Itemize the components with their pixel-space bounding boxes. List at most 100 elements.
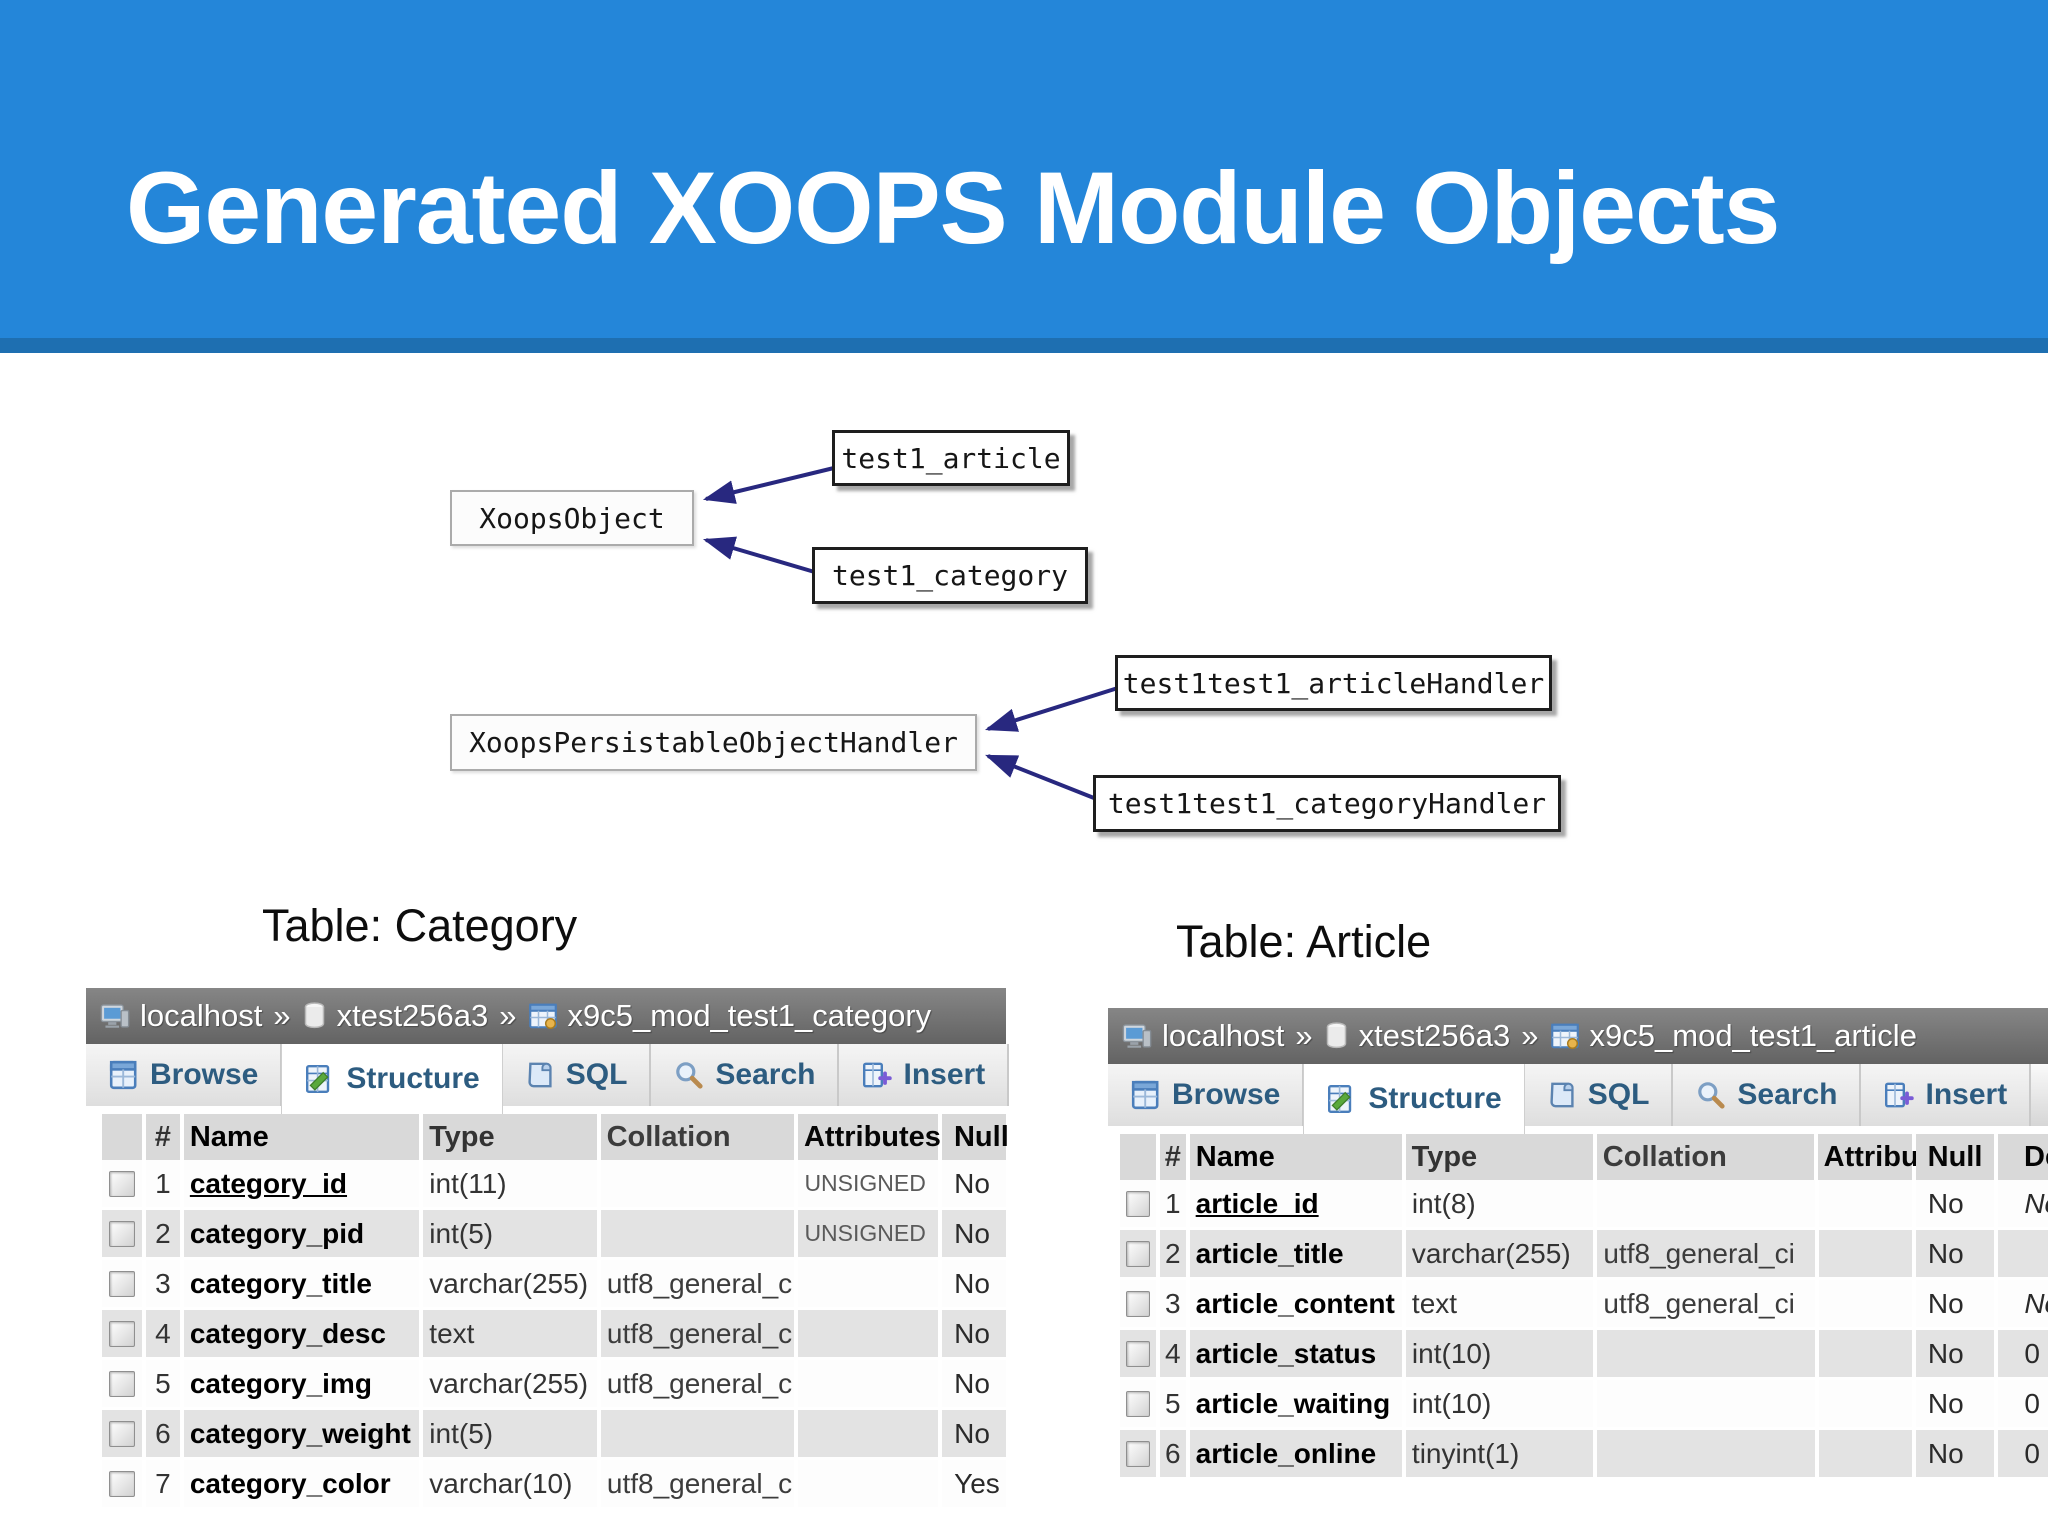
tab-browse[interactable]: Browse (1108, 1064, 1305, 1126)
column-collation: utf8_general_ci (1597, 1230, 1815, 1277)
tab-browse[interactable]: Browse (86, 1044, 283, 1106)
row-checkbox[interactable] (1126, 1240, 1150, 1267)
row-checkbox[interactable] (108, 1220, 135, 1247)
column-attributes (1818, 1330, 1912, 1377)
tab-label: Structure (1368, 1082, 1502, 1115)
row-checkbox[interactable] (108, 1320, 135, 1347)
column-name: category_weight (183, 1410, 420, 1457)
column-attributes (1818, 1430, 1912, 1477)
tab-label: SQL (1587, 1078, 1650, 1111)
column-attributes (1818, 1180, 1912, 1227)
column-type: int(8) (1405, 1180, 1594, 1227)
column-null: No (1915, 1230, 1995, 1277)
row-checkbox[interactable] (108, 1370, 135, 1397)
page-title: Generated XOOPS Module Objects (126, 151, 1780, 265)
tab-search[interactable]: Search (1673, 1064, 1862, 1126)
column-default: None (1998, 1180, 2048, 1227)
row-checkbox-cell (102, 1460, 142, 1507)
table-row: 7 category_color varchar(10) utf8_genera… (86, 1460, 1006, 1507)
row-checkbox[interactable] (108, 1420, 135, 1447)
tab-structure[interactable]: Structure (1304, 1064, 1524, 1134)
row-number: 1 (145, 1160, 180, 1207)
tab-search[interactable]: Search (651, 1044, 840, 1106)
breadcrumb-database[interactable]: xtest256a3 (336, 998, 489, 1033)
column-null: No (1915, 1330, 1995, 1377)
table-caption-article: Table: Article (1176, 916, 1432, 967)
tab-insert[interactable]: Insert (839, 1044, 1010, 1106)
row-number: 6 (145, 1410, 180, 1457)
column-type: text (423, 1310, 597, 1357)
tab-structure[interactable]: Structure (282, 1044, 502, 1114)
arrow-category-to-xoopsobject (702, 536, 819, 575)
breadcrumb-table[interactable]: x9c5_mod_test1_category (567, 998, 932, 1033)
row-checkbox[interactable] (1126, 1390, 1150, 1417)
table-row: 5 article_waiting int(10) No 0 (1108, 1380, 2048, 1427)
column-null: No (942, 1360, 1006, 1407)
row-number: 2 (1159, 1230, 1186, 1277)
arrow-categoryhandler-to-handler (985, 754, 1100, 802)
header-cell: Collation (600, 1114, 794, 1160)
row-number: 5 (1159, 1380, 1186, 1427)
breadcrumb-separator: » (273, 998, 291, 1033)
row-checkbox[interactable] (108, 1170, 135, 1197)
tab-bar: Browse Structure SQL Search Insert (86, 1044, 1010, 1114)
search-icon (1695, 1079, 1727, 1111)
row-checkbox[interactable] (108, 1470, 135, 1497)
table-row: 2 article_title varchar(255) utf8_genera… (1108, 1230, 2048, 1277)
slide-header: Generated XOOPS Module Objects (0, 0, 2048, 338)
tab-label: Structure (346, 1062, 480, 1095)
column-name: article_online (1189, 1430, 1402, 1477)
column-type: varchar(255) (423, 1260, 597, 1307)
phpmyadmin-screenshot: localhost » xtest256a3 » x9c5_mod_test1_… (86, 988, 1010, 1507)
column-attributes: UNSIGNED (798, 1160, 939, 1207)
breadcrumb-separator: » (1295, 1018, 1313, 1053)
row-checkbox-cell (1120, 1430, 1156, 1477)
column-collation: utf8_general_ci (600, 1310, 795, 1357)
column-collation (600, 1410, 795, 1457)
breadcrumb-database[interactable]: xtest256a3 (1358, 1018, 1511, 1053)
row-checkbox[interactable] (1126, 1340, 1150, 1367)
row-number: 3 (145, 1260, 180, 1307)
column-collation (1597, 1330, 1815, 1377)
table-icon (528, 1001, 558, 1031)
sql-icon (524, 1059, 556, 1091)
server-icon (1122, 1022, 1152, 1050)
breadcrumb-server[interactable]: localhost (1162, 1018, 1285, 1053)
header-cell: Null (941, 1114, 1009, 1160)
header-cell: Attributes (797, 1114, 941, 1160)
header-cell-checkbox (102, 1114, 142, 1160)
breadcrumb-table[interactable]: x9c5_mod_test1_article (1589, 1018, 1917, 1053)
column-null: No (942, 1160, 1006, 1207)
column-collation: utf8_general_ci (600, 1460, 795, 1507)
breadcrumb: localhost » xtest256a3 » x9c5_mod_test1_… (1108, 1008, 2048, 1064)
table-icon (1550, 1021, 1580, 1051)
column-collation: utf8_general_ci (600, 1260, 795, 1307)
breadcrumb-separator: » (499, 998, 517, 1033)
phpmyadmin-screenshot: localhost » xtest256a3 » x9c5_mod_test1_… (1108, 1008, 2048, 1477)
tab-sql[interactable]: SQL (1523, 1064, 1674, 1126)
column-null: No (1915, 1180, 1995, 1227)
row-checkbox-cell (1120, 1230, 1156, 1277)
class-box-test1-article: test1_article (832, 430, 1070, 486)
insert-icon (861, 1059, 893, 1091)
table-row: 6 article_online tinyint(1) No 0 (1108, 1430, 2048, 1477)
tab-sql[interactable]: SQL (501, 1044, 652, 1106)
breadcrumb-separator: » (1521, 1018, 1539, 1053)
row-checkbox[interactable] (1126, 1440, 1150, 1467)
tab-insert[interactable]: Insert (1861, 1064, 2032, 1126)
header-cell: # (1159, 1134, 1186, 1180)
row-number: 6 (1159, 1430, 1186, 1477)
column-type: varchar(255) (1405, 1230, 1594, 1277)
header-cell: # (145, 1114, 180, 1160)
tab-label: Search (715, 1058, 816, 1091)
column-null: No (942, 1260, 1006, 1307)
row-checkbox-cell (1120, 1280, 1156, 1327)
header-cell: Null (1915, 1134, 1994, 1180)
sql-icon (1546, 1079, 1578, 1111)
row-checkbox[interactable] (1126, 1190, 1150, 1217)
row-checkbox[interactable] (1126, 1290, 1150, 1317)
class-box-xoops-persistable-object-handler: XoopsPersistableObjectHandler (450, 714, 977, 771)
breadcrumb-server[interactable]: localhost (140, 998, 263, 1033)
row-checkbox[interactable] (108, 1270, 135, 1297)
